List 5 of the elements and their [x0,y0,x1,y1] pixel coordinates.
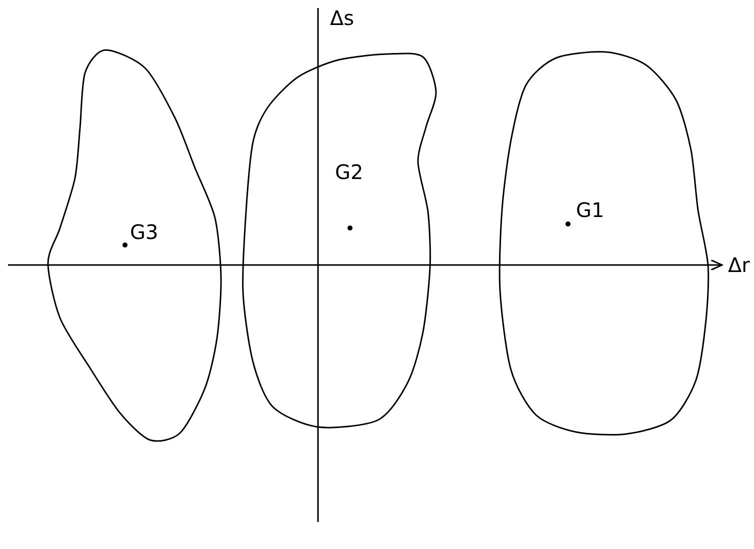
cluster-label: G1 [576,198,604,222]
axis-label: Δs [330,6,354,30]
cluster-label: G2 [335,160,364,184]
axis-label: Δr [728,253,750,277]
cluster-label: G3 [130,220,158,244]
